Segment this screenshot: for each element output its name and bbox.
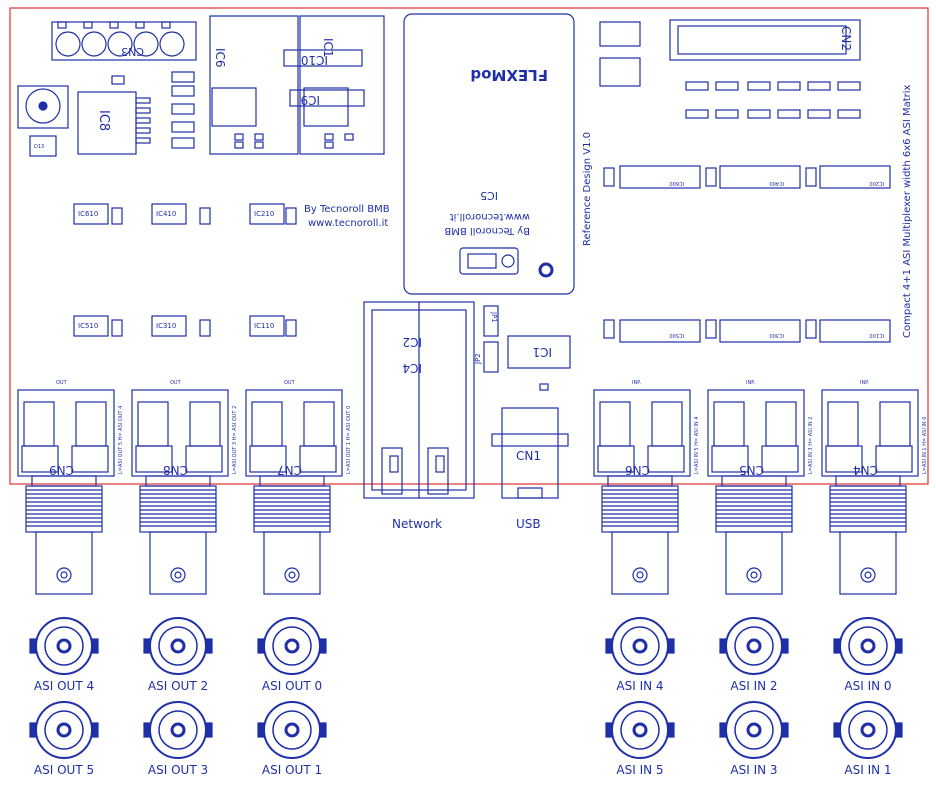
module-credit: By Tecnoroll BMB [444,225,530,236]
board-credit-url: www.tecnoroll.it [308,218,388,229]
ic400-label: IC400 [769,180,784,186]
cn9-side-label: L=ASI OUT 5 H= ASI OUT 4 [118,406,124,474]
right-ic-rows [603,165,891,343]
cn7-header: OUT [284,380,296,386]
ic6-ic9-sockets [209,15,385,155]
asi-in-3-jack [719,701,789,759]
module-url: www.tecnoroll.it [450,211,530,222]
cn6-bnc-pair [593,389,691,595]
usb-connector [491,407,569,499]
cn7-label: CN7 [277,463,302,477]
cn3-label: CN3 [121,45,144,58]
asi-in-1-jack [833,701,903,759]
cn9-bnc-pair [17,389,115,595]
flexmod-module [403,13,575,295]
cn2-label: CN2 [839,26,853,51]
asi-in-2-jack [719,617,789,675]
ic2-label: IC2 [402,335,422,349]
cn2-header [599,19,861,119]
cn8-bnc-pair [131,389,229,595]
cn7-bnc-pair [245,389,343,595]
asi-out-4-label: ASI OUT 4 [34,679,94,693]
cn8-side-label: L=ASI OUT 3 H= ASI OUT 2 [232,406,238,474]
reference-design: Reference Design V1.0 [582,132,593,246]
ic210-label: IC210 [254,210,274,218]
asi-out-1-jack [257,701,327,759]
jp2-label: JP2 [474,353,482,365]
cn7-side-label: L=ASI OUT 1 H= ASI OUT 0 [346,406,352,474]
ic10-label: IC10 [301,53,328,67]
bnc-connectors [17,389,919,759]
network-label: Network [392,517,442,531]
cn4-bnc-pair [821,389,919,595]
cn9-header: OUT [56,380,68,386]
asi-out-0-jack [257,617,327,675]
cn6-label: CN6 [625,463,650,477]
asi-in-4-label: ASI IN 4 [616,679,663,693]
bnc-labels: CN9 OUT L=ASI OUT 5 H= ASI OUT 4 ASI OUT 4 A… [34,380,928,777]
cn5-label: CN5 [739,463,764,477]
cn8-label: CN8 [163,463,188,477]
d13-label: D13 [34,144,44,150]
asi-out-5-jack [29,701,99,759]
asi-out-2-jack [143,617,213,675]
ic310-label: IC310 [156,322,176,330]
ic9-label: IC9 [300,93,320,107]
asi-in-5-label: ASI IN 5 [616,763,663,777]
asi-out-1-label: ASI OUT 1 [262,763,322,777]
ic510-label: IC510 [78,322,98,330]
cn1-label: CN1 [516,449,541,463]
cn3-terminal-block [51,21,197,61]
asi-in-4-jack [605,617,675,675]
cn4-label: CN4 [853,463,878,477]
asi-in-5-jack [605,701,675,759]
ic300-label: IC300 [769,332,784,338]
cn4-side-label: L=ASI IN 1 H= ASI IN 0 [922,417,928,474]
asi-out-3-jack [143,701,213,759]
asi-out-0-label: ASI OUT 0 [262,679,322,693]
asi-out-2-label: ASI OUT 2 [148,679,208,693]
cn5-header: INP. [746,380,755,386]
ic6-label: IC6 [213,48,227,68]
network-jack [363,301,571,499]
board-credit: By Tecnoroll BMB [304,204,390,215]
ic200-label: IC200 [869,180,884,186]
ic500-label: IC500 [669,332,684,338]
ic110-label: IC110 [254,322,274,330]
asi-in-0-label: ASI IN 0 [844,679,891,693]
power-section [17,71,195,157]
ic1-top-label: IC1 [321,38,335,58]
module-brand: FLEXMod [470,66,548,84]
ic600-label: IC600 [669,180,684,186]
cn9-label: CN9 [49,463,74,477]
ic8-label: IC8 [96,110,111,131]
cn8-header: OUT [170,380,182,386]
jp1-label: JP1 [490,311,498,323]
asi-out-5-label: ASI OUT 5 [34,763,94,777]
left-ic-rows [73,203,297,337]
usb-label: USB [516,517,541,531]
cn4-header: INP. [860,380,869,386]
ic100-label: IC100 [869,332,884,338]
asi-in-2-label: ASI IN 2 [730,679,777,693]
ic610-label: IC610 [78,210,98,218]
board-outline [9,7,929,485]
asi-in-1-label: ASI IN 1 [844,763,891,777]
asi-in-3-label: ASI IN 3 [730,763,777,777]
ic410-label: IC410 [156,210,176,218]
ic1-label: IC1 [532,345,552,359]
module-ref: IC5 [480,189,498,202]
cn6-side-label: L=ASI IN 5 H= ASI IN 4 [694,417,700,474]
cn6-header: INP. [632,380,641,386]
cn5-bnc-pair [707,389,805,595]
ic4-label: IC4 [402,361,422,375]
asi-in-0-jack [833,617,903,675]
asi-out-3-label: ASI OUT 3 [148,763,208,777]
asi-out-4-jack [29,617,99,675]
board-title: Compact 4+1 ASI Multiplexer width 6x6 AS… [902,84,913,338]
cn5-side-label: L=ASI IN 3 H= ASI IN 2 [808,417,814,474]
